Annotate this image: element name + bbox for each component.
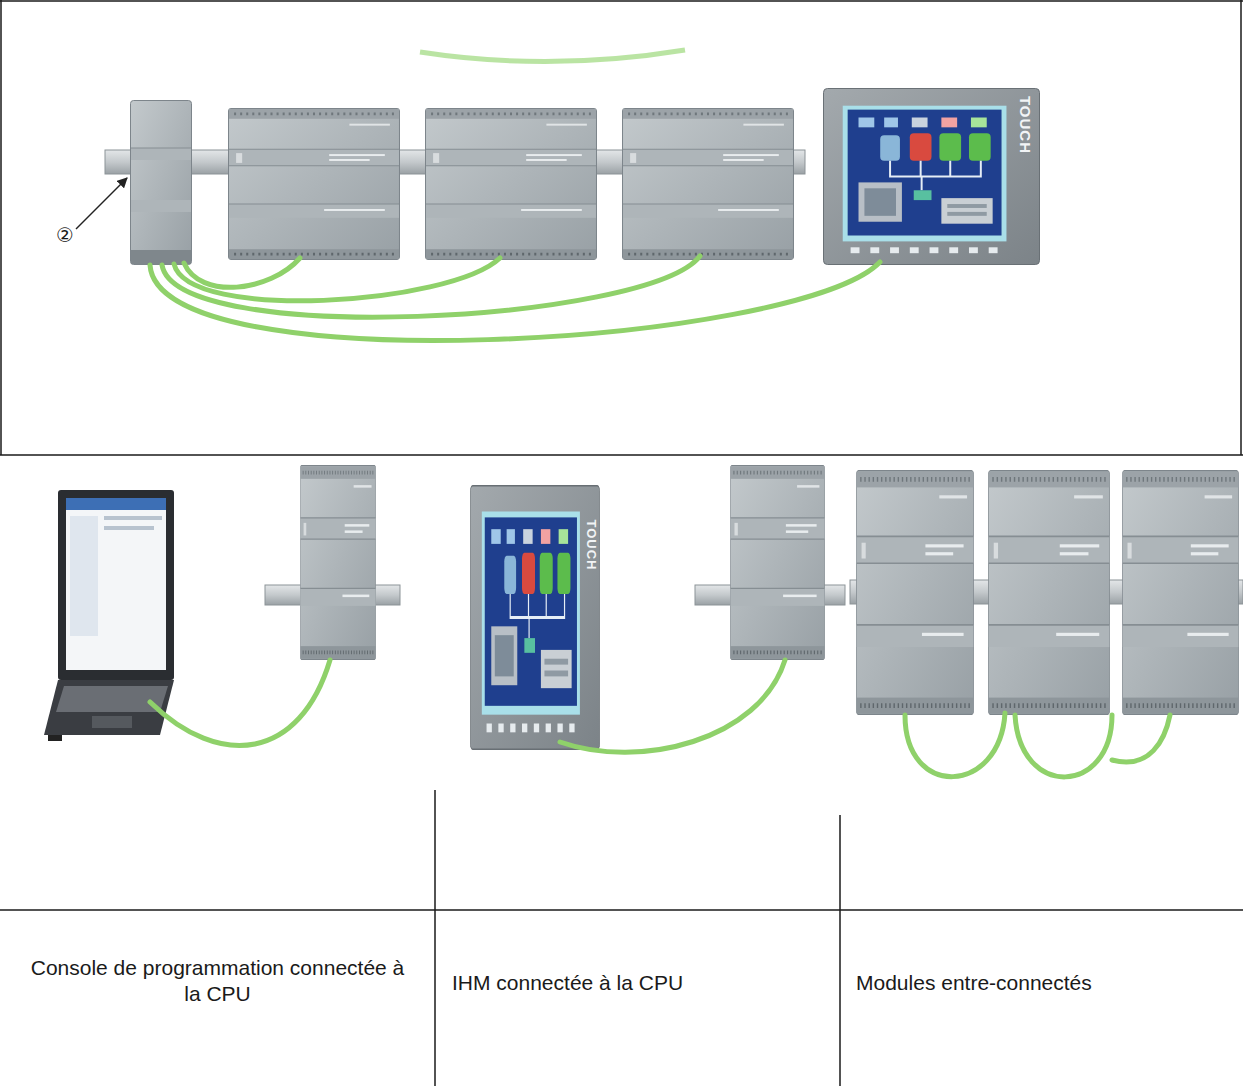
cpu-module [426, 108, 597, 259]
cpu-module [988, 471, 1109, 714]
cable [162, 256, 700, 317]
grid-line [434, 790, 436, 1086]
cpu-module [856, 471, 973, 714]
touchpad [92, 716, 132, 728]
grid-line [0, 454, 1243, 456]
window-bar [66, 498, 166, 510]
cpu-module [229, 108, 400, 259]
cpu-module [300, 466, 376, 660]
cable [420, 50, 685, 62]
drive [48, 735, 62, 741]
cables [905, 713, 1170, 777]
hmi-panel [470, 486, 599, 750]
cable [905, 713, 1005, 777]
window-line [104, 526, 154, 530]
window-line [104, 516, 162, 520]
cables [150, 256, 880, 340]
hmi-panel [823, 88, 1039, 264]
window-pane [70, 516, 98, 636]
cpu-module [623, 108, 794, 259]
cpu-module [1122, 471, 1238, 714]
cable [174, 258, 500, 301]
table-cell: IHM connectée à la CPU [452, 970, 822, 996]
grid-line [0, 0, 1243, 2]
cable [1112, 715, 1170, 762]
table-cell: Console de programmation connectée à la … [20, 955, 415, 1008]
cable [1015, 715, 1112, 777]
grid-line [0, 909, 1243, 911]
laptop-screen [58, 490, 174, 680]
cable [150, 660, 330, 746]
grid-line [839, 815, 841, 1086]
cable [560, 660, 785, 752]
grid-line [1240, 0, 1242, 455]
keys [56, 686, 168, 712]
cable [184, 258, 300, 287]
leader-line [76, 178, 127, 229]
callout-number: ② [52, 225, 78, 245]
brand-lettering: TOUCH [1016, 96, 1035, 154]
cpu-module [730, 466, 824, 660]
grid-line [0, 0, 2, 455]
ethernet-switch [131, 101, 192, 265]
brand-lettering: TOUCH [583, 520, 599, 571]
laptop-display [66, 498, 166, 670]
cable [150, 262, 880, 340]
table-cell: Modules entre-connectés [856, 970, 1226, 996]
